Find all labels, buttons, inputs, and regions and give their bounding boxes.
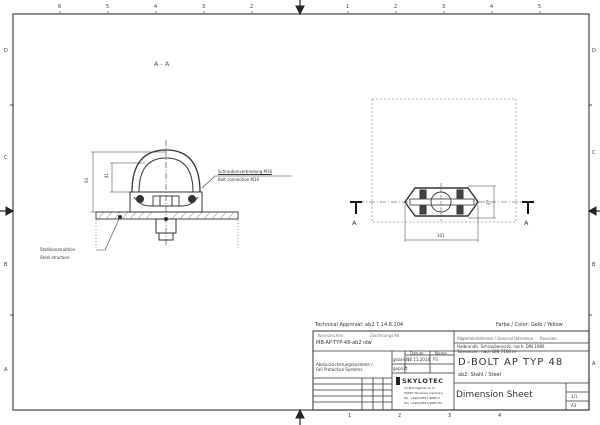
callout-structure-en: Steel structure <box>40 255 70 260</box>
dim-height: 93 <box>84 177 90 184</box>
system-note-de: Absturzsicherungssysteme / <box>316 362 373 367</box>
company-address-2: 56567 Neuwied, Germany <box>404 391 444 395</box>
top-ruler-ticks <box>59 11 541 14</box>
standard-line-2: Toleranzen: nach DIN 7168 m <box>457 349 516 354</box>
company-address-1: Im Bruchgarten 9-11 <box>404 386 436 390</box>
ruler-left-a: A <box>4 367 8 373</box>
ruler-top-8: 3 <box>442 4 446 10</box>
ruler-left-b: B <box>4 262 8 268</box>
standard-header: Allgemeintoleranz / General tolerance <box>457 336 534 341</box>
product-subtitle: ab2: Stahl / Steel <box>458 372 501 378</box>
ruler-top-2: 5 <box>106 4 110 10</box>
sheet-frame <box>12 13 590 411</box>
ruler-right-b: B <box>592 262 596 268</box>
side-ruler-ticks <box>10 104 592 316</box>
ruler-bottom-2: 2 <box>398 413 402 419</box>
ruler-bottom-1: 1 <box>348 413 352 419</box>
ruler-top-4: 3 <box>202 4 206 10</box>
ruler-bottom-3: 3 <box>448 413 452 419</box>
callout-structure-de: Stahlkonstruktion <box>40 247 76 252</box>
file-label-right: Zeichnungs-Nr. <box>370 333 401 338</box>
section-marker-right: A <box>524 219 529 227</box>
ruler-top-5: 2 <box>250 4 254 10</box>
sheet-box-2: 1/1 <box>571 394 578 399</box>
drawn-date: 17.11.2014 <box>407 357 430 362</box>
dim-depth: 37 <box>486 199 492 206</box>
ruler-top-6: 1 <box>346 4 350 10</box>
product-title: D-BOLT AP TYP 48 <box>458 357 564 368</box>
dim-inner: 41 <box>104 172 110 179</box>
ruler-right-a: A <box>592 361 596 367</box>
section-view-a-a <box>91 140 292 251</box>
name-header: Name <box>435 351 447 356</box>
title-block-lines <box>312 330 590 411</box>
callout-bolt-en: Bolt connection M16 <box>218 177 259 182</box>
revision-label: Revision <box>540 336 557 341</box>
ruler-top-1: 6 <box>58 4 62 10</box>
color-note: Farbe / Color: Gelb / Yellow <box>496 322 563 328</box>
technical-approval: Technical Approval: ab2 7.14.6.104 <box>315 322 404 328</box>
date-header: Datum <box>410 351 424 356</box>
ruler-left-d: D <box>4 48 8 54</box>
standard-line-1: Halbrundh. Schraubenverb. nach: DIN 1080 <box>457 344 545 349</box>
ruler-left-c: C <box>4 155 8 161</box>
file-name: MB-AP-TYP-48-ab2 idw <box>316 340 372 346</box>
ruler-right-c: C <box>592 150 596 156</box>
callout-bolt-de: Schraubenverbindung M16 <box>218 169 273 174</box>
section-marker-left: A <box>352 219 357 227</box>
dim-width: 101 <box>437 233 445 238</box>
ruler-top-10: 5 <box>538 4 542 10</box>
top-view <box>350 98 534 242</box>
drawn-name: FS <box>433 357 438 362</box>
sheet-title: Dimension Sheet <box>456 390 533 400</box>
company-fax: Fax +49(0)2631-9680-80 <box>404 401 442 405</box>
sheet-box-3: A3 <box>571 403 577 408</box>
row-checked: geprüft <box>393 366 408 371</box>
company-phone: Tel. +49(0)2631-9680-0 <box>404 396 440 400</box>
section-label: A - A <box>154 60 170 68</box>
ruler-top-9: 4 <box>490 4 494 10</box>
system-note-en: Fall Protection Systems <box>316 367 363 372</box>
ruler-bottom-4: 4 <box>498 413 502 419</box>
ruler-right-d: D <box>592 48 596 54</box>
skylotec-logo-mark <box>396 377 400 385</box>
company-name: SKYLOTEC <box>402 377 444 385</box>
file-label-left: Kennzeichen <box>318 333 344 338</box>
ruler-top-3: 4 <box>154 4 158 10</box>
ruler-top-7: 2 <box>394 4 398 10</box>
row-drawn: gezeichn. <box>393 357 413 362</box>
